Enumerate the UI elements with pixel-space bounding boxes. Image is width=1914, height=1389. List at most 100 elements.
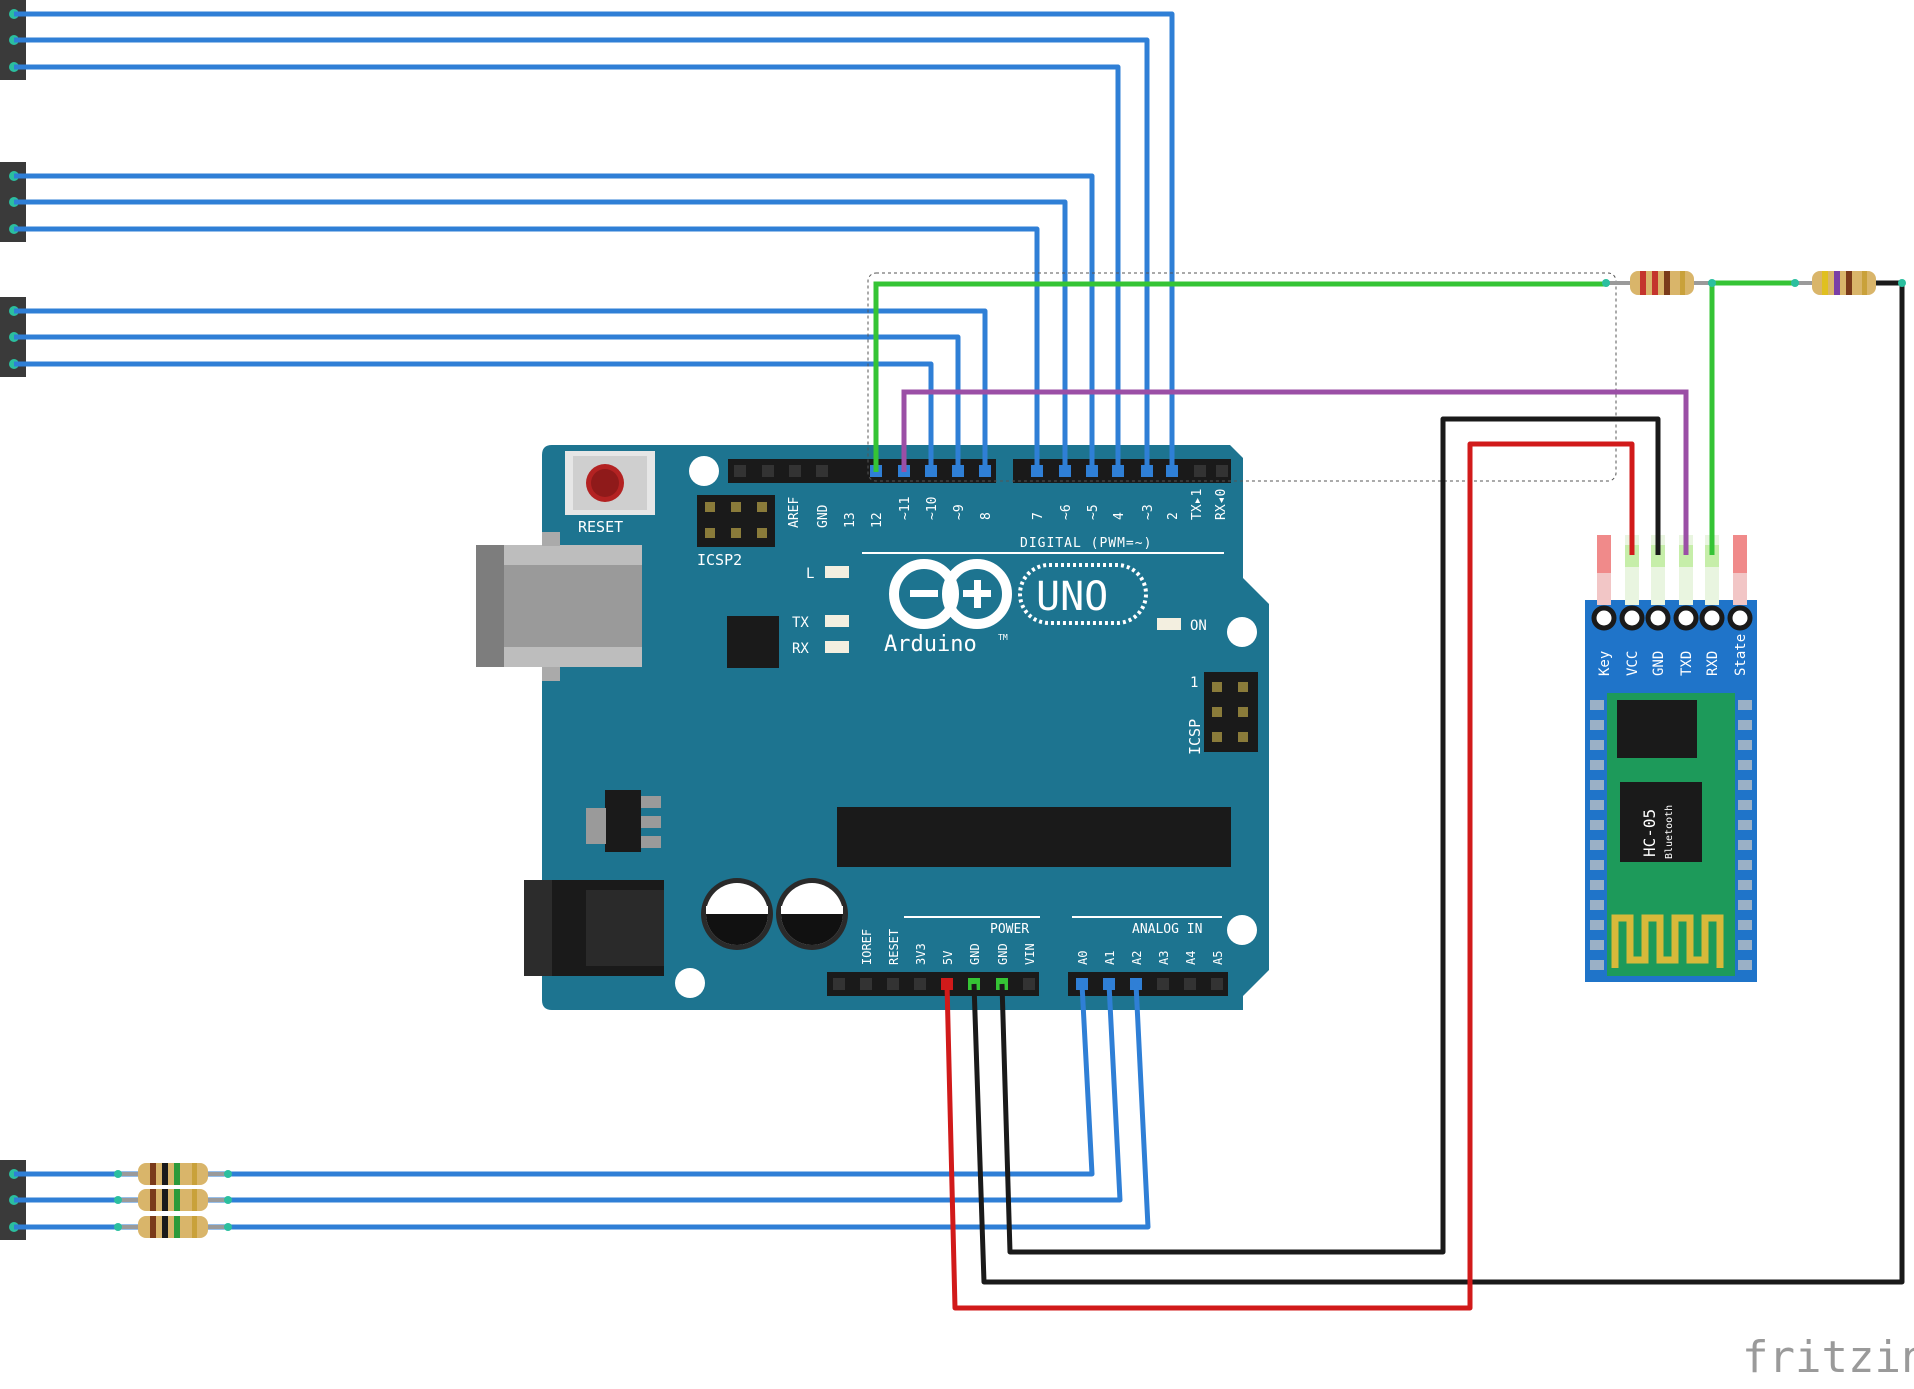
icsp-label: ICSP [1186, 719, 1204, 755]
analog-pin-label: A5 [1211, 951, 1225, 965]
arduino-logo [889, 559, 1012, 629]
digital-pin [1194, 465, 1206, 477]
reset-label: RESET [578, 518, 623, 536]
power-pin-label: GND [968, 943, 982, 965]
wire-endpoint [1791, 279, 1799, 287]
bt-pin-label: VCC [1625, 651, 1641, 676]
resistor [1795, 271, 1876, 295]
digital-pin-label: 4 [1112, 512, 1127, 520]
dc-power-jack [524, 880, 664, 976]
power-pin [914, 978, 926, 990]
led-on: ON [1157, 618, 1207, 634]
analog-pin-label: A1 [1103, 951, 1117, 965]
mounting-hole [689, 456, 719, 486]
led-rx: RX [792, 641, 849, 657]
icsp-header [1204, 672, 1258, 752]
bt-pin-label: Key [1597, 651, 1613, 676]
uno-label: UNO [1036, 574, 1108, 620]
digital-label: DIGITAL (PWM=~) [1020, 536, 1152, 551]
mounting-hole [1227, 915, 1257, 945]
wire-endpoint [224, 1223, 232, 1231]
wire-endpoint [1708, 279, 1716, 287]
blue-wires [14, 11, 1175, 1230]
arduino-brand: Arduino [884, 632, 977, 657]
resistor [1606, 271, 1712, 295]
analog-header [1068, 972, 1228, 996]
capacitor [701, 878, 773, 950]
chip-sub: Bluetooth [1664, 805, 1675, 859]
analog-pin-label: A0 [1076, 951, 1090, 965]
red-wire [944, 441, 1635, 1311]
power-pin-label: 3V3 [914, 943, 928, 965]
power-pin [887, 978, 899, 990]
digital-pin-label: ~11 [898, 497, 913, 520]
bt-pin-label: State [1733, 634, 1749, 676]
usb-connector [476, 532, 642, 681]
digital-pin-label: ~9 [952, 504, 967, 520]
power-pin-label: RESET [887, 929, 901, 965]
analog-label: ANALOG IN [1132, 922, 1202, 937]
power-pin [860, 978, 872, 990]
digital-pin [734, 465, 746, 477]
led-tx: TX [792, 615, 849, 631]
digital-pin-label: ~5 [1086, 504, 1101, 520]
svg-text:TX: TX [792, 615, 809, 631]
green-wire [867, 272, 1795, 555]
led-l: L [806, 566, 849, 582]
resistor [118, 1163, 228, 1185]
digital-pin-label: 2 [1166, 512, 1181, 520]
digital-pin [816, 465, 828, 477]
usb-chip [727, 616, 779, 668]
hc05-bluetooth-module: HC-05 Bluetooth Key VCC GND TXD RXD State [1585, 535, 1757, 982]
icsp2-label: ICSP2 [697, 551, 742, 569]
black-wires [971, 280, 1905, 1285]
wire-endpoint [224, 1196, 232, 1204]
svg-text:RX: RX [792, 641, 809, 657]
icsp-pin1-label: 1 [1190, 675, 1198, 691]
resistor [118, 1189, 228, 1211]
analog-pin-label: A4 [1184, 951, 1198, 965]
purple-wire [901, 389, 1689, 555]
digital-pin-label: ~10 [925, 497, 940, 520]
power-label: POWER [990, 922, 1029, 937]
analog-pin [1211, 978, 1223, 990]
wire-endpoint [1602, 279, 1610, 287]
power-pin-label: VIN [1023, 943, 1037, 965]
svg-text:L: L [806, 566, 814, 582]
analog-pin-label: A3 [1157, 951, 1171, 965]
digital-pin [789, 465, 801, 477]
digital-pin-label: AREF [787, 497, 802, 528]
capacitor [776, 878, 848, 950]
uno-badge: UNO [1018, 563, 1148, 625]
microcontroller-chip [837, 807, 1231, 867]
bt-pin-label: RXD [1705, 651, 1721, 676]
antenna [1611, 914, 1724, 968]
bt-pin-label: GND [1651, 651, 1667, 676]
wire-endpoint [114, 1170, 122, 1178]
analog-pin [1157, 978, 1169, 990]
svg-text:ON: ON [1190, 618, 1207, 634]
bt-pin-label: TXD [1679, 651, 1695, 676]
digital-pin-label: ~3 [1141, 504, 1156, 520]
wire-endpoint [1898, 279, 1906, 287]
digital-pin-label: 12 [870, 512, 885, 528]
power-pin-label: GND [996, 943, 1010, 965]
digital-pin [1216, 465, 1228, 477]
analog-pin-label: A2 [1130, 951, 1144, 965]
mounting-hole [1227, 617, 1257, 647]
digital-pin-label: 13 [843, 512, 858, 528]
power-pin-label: IOREF [860, 929, 874, 965]
digital-pin-label: ~6 [1059, 504, 1074, 520]
voltage-regulator [586, 790, 661, 852]
analog-pin [1184, 978, 1196, 990]
mounting-hole [675, 968, 705, 998]
chip-name: HC-05 [1640, 809, 1659, 857]
digital-pin-label: TX▸1 [1190, 489, 1205, 520]
reset-button[interactable] [565, 451, 655, 515]
digital-pin [762, 465, 774, 477]
resistor [118, 1216, 228, 1238]
digital-pin-label: GND [816, 504, 831, 528]
digital-pin-label: RX◂0 [1214, 489, 1229, 520]
